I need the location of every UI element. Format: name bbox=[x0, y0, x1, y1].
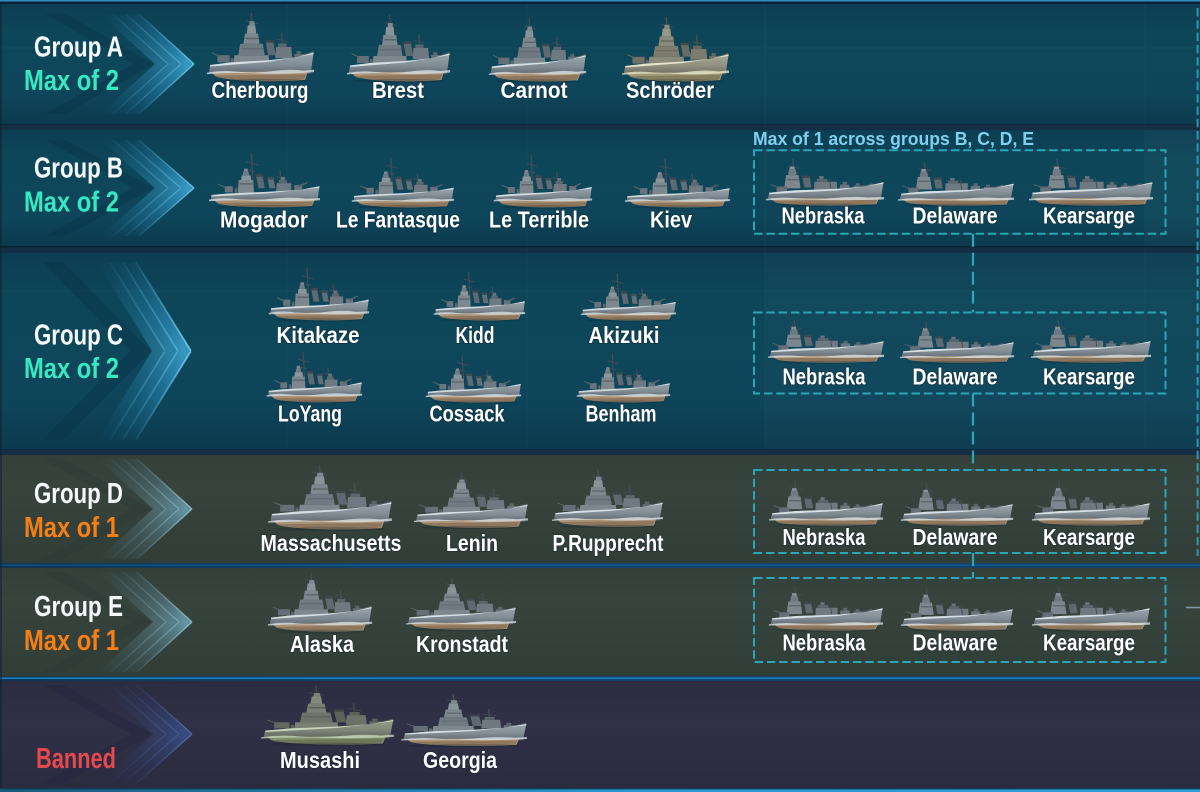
svg-text:Cossack: Cossack bbox=[430, 401, 506, 427]
svg-text:Kearsarge: Kearsarge bbox=[1043, 364, 1135, 390]
svg-text:Kearsarge: Kearsarge bbox=[1043, 203, 1135, 229]
svg-text:Mogador: Mogador bbox=[220, 207, 308, 233]
svg-text:Kearsarge: Kearsarge bbox=[1043, 630, 1135, 656]
svg-text:LoYang: LoYang bbox=[278, 401, 342, 427]
svg-text:Musashi: Musashi bbox=[280, 747, 360, 773]
svg-text:Carnot: Carnot bbox=[501, 77, 568, 103]
svg-text:Kronstadt: Kronstadt bbox=[416, 631, 508, 657]
svg-text:Group C: Group C bbox=[34, 320, 123, 352]
svg-text:P.Rupprecht: P.Rupprecht bbox=[553, 530, 664, 556]
svg-text:Group E: Group E bbox=[34, 591, 123, 623]
svg-text:Massachusetts: Massachusetts bbox=[261, 530, 402, 556]
svg-text:Alaska: Alaska bbox=[290, 631, 355, 657]
svg-text:Nebraska: Nebraska bbox=[783, 630, 867, 656]
svg-text:Delaware: Delaware bbox=[913, 630, 998, 656]
svg-text:Akizuki: Akizuki bbox=[589, 322, 660, 348]
svg-text:Le Fantasque: Le Fantasque bbox=[336, 207, 460, 233]
svg-text:Brest: Brest bbox=[372, 77, 424, 103]
svg-text:Max of 2: Max of 2 bbox=[24, 187, 119, 219]
svg-text:Group A: Group A bbox=[34, 32, 123, 64]
svg-text:Schröder: Schröder bbox=[626, 77, 714, 103]
svg-text:Kidd: Kidd bbox=[456, 322, 495, 348]
svg-text:Group D: Group D bbox=[34, 478, 123, 510]
svg-text:Group B: Group B bbox=[34, 153, 123, 185]
svg-text:Banned: Banned bbox=[36, 743, 116, 775]
svg-text:Lenin: Lenin bbox=[446, 530, 498, 556]
svg-text:Nebraska: Nebraska bbox=[783, 524, 867, 550]
svg-text:Kitakaze: Kitakaze bbox=[277, 322, 360, 348]
svg-text:Le Terrible: Le Terrible bbox=[489, 207, 589, 233]
svg-text:Delaware: Delaware bbox=[913, 364, 998, 390]
svg-text:Kearsarge: Kearsarge bbox=[1043, 524, 1135, 550]
svg-text:Nebraska: Nebraska bbox=[782, 203, 866, 229]
svg-text:Delaware: Delaware bbox=[913, 524, 998, 550]
svg-text:Max of 2: Max of 2 bbox=[24, 353, 119, 385]
svg-text:Georgia: Georgia bbox=[423, 747, 498, 773]
svg-text:Max of 2: Max of 2 bbox=[24, 65, 119, 97]
svg-text:Cherbourg: Cherbourg bbox=[212, 77, 309, 103]
svg-text:Max of 1 across groups B, C, D: Max of 1 across groups B, C, D, E bbox=[753, 128, 1034, 149]
svg-text:Benham: Benham bbox=[586, 401, 657, 427]
svg-text:Delaware: Delaware bbox=[913, 203, 998, 229]
svg-text:Kiev: Kiev bbox=[650, 207, 692, 233]
svg-text:Max of 1: Max of 1 bbox=[24, 625, 119, 657]
svg-text:Nebraska: Nebraska bbox=[783, 364, 867, 390]
svg-text:Max of 1: Max of 1 bbox=[24, 512, 119, 544]
